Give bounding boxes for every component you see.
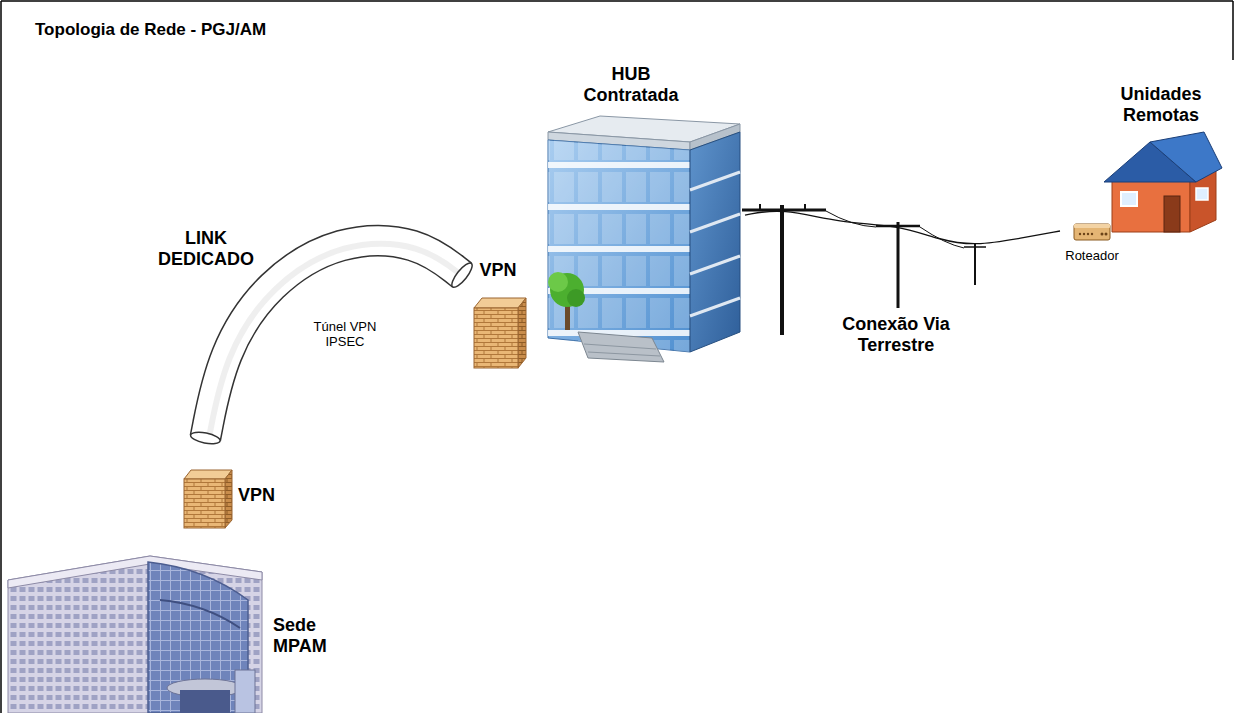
network-element: Sede MPAM xyxy=(5,545,337,713)
sede-building xyxy=(8,556,262,713)
network-element: Unidades Remotas xyxy=(1095,82,1227,238)
node-label: Roteador xyxy=(1060,248,1124,263)
tunnel-shade xyxy=(208,244,465,441)
vpn-tunnel xyxy=(190,241,476,446)
network-element: Roteador xyxy=(1060,218,1126,268)
vpn-firewall xyxy=(474,298,526,368)
node-label: Unidades Remotas xyxy=(1099,84,1223,126)
diagram-title: Topologia de Rede - PGJ/AM xyxy=(35,20,266,40)
caption-label: LINK DEDICADO xyxy=(150,228,262,270)
node-label: VPN xyxy=(238,485,290,506)
network-element: HUB Contratada xyxy=(535,60,745,360)
tunnel-outline xyxy=(205,241,462,438)
terrestrial-link xyxy=(745,211,1060,243)
hub-building xyxy=(548,116,740,362)
caption-label: Conexão Via Terrestre xyxy=(828,314,964,356)
tunnel-end xyxy=(190,430,221,446)
tunnel-body xyxy=(205,241,462,438)
node-label: Sede MPAM xyxy=(273,615,335,657)
vpn-firewall xyxy=(184,470,232,528)
wire xyxy=(745,211,1060,243)
network-element: VPN xyxy=(178,438,292,532)
router-icon xyxy=(1074,224,1110,240)
node-label: HUB Contratada xyxy=(575,64,687,106)
network-element: VPN xyxy=(462,258,534,372)
node-label: VPN xyxy=(472,260,524,281)
remote-house xyxy=(1104,132,1222,232)
edge-label: Túnel VPN IPSEC xyxy=(298,318,392,351)
tunnel-end xyxy=(449,260,476,290)
